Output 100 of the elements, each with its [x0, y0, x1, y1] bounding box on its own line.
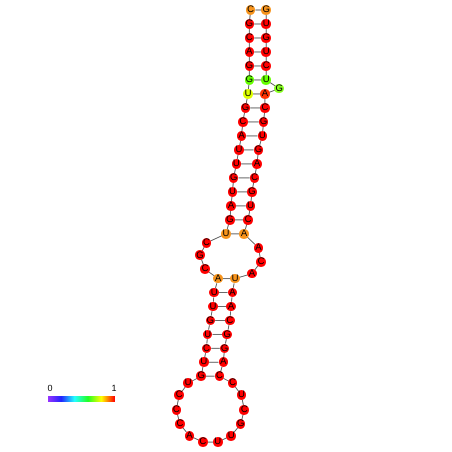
nucleotide-circle: C — [261, 61, 271, 71]
nucleotide-circle: G — [206, 316, 216, 326]
backbone-line — [225, 338, 227, 344]
nucleotide-circle: C — [200, 264, 210, 274]
nucleotide-circle: C — [256, 256, 266, 267]
backbone-line — [208, 324, 210, 330]
nucleotide-circle: C — [239, 404, 250, 415]
nucleotide-circle: A — [239, 229, 249, 239]
backbone-line — [228, 324, 230, 330]
backbone-line — [232, 282, 235, 288]
backbone-line — [264, 98, 266, 104]
backbone-line — [242, 399, 244, 406]
nucleotide-circle: C — [202, 344, 212, 354]
nucleotide-circle: C — [243, 215, 253, 225]
nucleotide-circle: G — [195, 250, 205, 260]
nucleotide-circle: G — [222, 330, 232, 340]
backbone-line — [232, 182, 234, 188]
nucleotide-circle: G — [244, 19, 254, 29]
nucleotide-circle: U — [226, 430, 236, 441]
nucleotide-circle: U — [228, 187, 238, 197]
nucleotide-circle: G — [240, 103, 250, 113]
nucleotide-circle: U — [232, 159, 242, 169]
nucleotide-circle: U — [236, 390, 246, 400]
nucleotide-circle: A — [236, 131, 246, 141]
backbone-line — [254, 168, 257, 174]
base-pair-line — [217, 306, 227, 307]
nucleotide-circle: U — [243, 89, 253, 99]
base-pair-line — [208, 362, 219, 363]
base-pair-line — [212, 334, 223, 335]
backbone-line — [252, 182, 254, 188]
nucleotide-circle: G — [220, 344, 230, 354]
backbone-line — [215, 282, 218, 288]
nucleotide-circle: A — [252, 159, 262, 169]
nucleotide-circle: U — [261, 75, 271, 85]
nucleotide-circle: G — [196, 371, 206, 381]
backbone-line — [212, 296, 214, 302]
nucleotide-circle: G — [254, 145, 264, 155]
backbone-line — [249, 14, 251, 20]
nucleotide-circle: A — [226, 201, 236, 211]
backbone-line — [223, 352, 225, 358]
backbone-line — [210, 310, 212, 316]
nucleotide-circle: A — [213, 274, 223, 284]
nucleotide-circle: U — [234, 145, 244, 155]
nucleotide-circle: G — [261, 5, 271, 15]
nucleotide-circle: A — [184, 430, 194, 441]
backbone-line — [230, 310, 232, 316]
nucleotide-circle: C — [228, 378, 238, 388]
backbone-line — [248, 210, 250, 216]
nucleotide-circle: G — [247, 187, 257, 197]
nucleotide-circle: C — [246, 5, 256, 15]
backbone-line — [247, 236, 256, 245]
nucleotide-circle: A — [226, 302, 236, 312]
backbone-line — [176, 399, 179, 406]
nucleotide-circle: U — [202, 330, 212, 340]
nucleotide-circle: G — [244, 75, 254, 85]
nucleotide-circle: C — [225, 316, 235, 326]
nucleotide-circle: C — [175, 419, 185, 429]
backbone-line — [258, 252, 261, 258]
base-pair-line — [214, 320, 226, 321]
base-pair-line — [236, 205, 246, 206]
nucleotide-circle: C — [244, 33, 254, 43]
nucleotide-circle: G — [228, 173, 238, 183]
nucleotide-circle: C — [238, 117, 248, 127]
nucleotide-circle: U — [199, 357, 209, 368]
scale-tick-label: 0 — [48, 384, 52, 393]
nucleotide-circle: G — [274, 84, 284, 94]
nucleotide-circle: C — [172, 404, 182, 415]
nucleotide-circle: C — [202, 238, 212, 248]
nucleotide-circle: C — [260, 103, 270, 113]
nucleotide-circle: A — [228, 288, 238, 298]
nucleotide-circle: G — [261, 33, 271, 43]
backbone-line — [206, 338, 208, 344]
backbone-line — [210, 235, 222, 242]
backbone-line — [220, 366, 222, 372]
backbone-line — [182, 428, 187, 432]
nucleotide-circle: U — [209, 288, 219, 298]
nucleotide-circle: U — [208, 302, 218, 312]
scale-tick-label: 1 — [112, 384, 116, 393]
nucleotide-circle: A — [260, 89, 270, 99]
nucleotide-circle: C — [198, 437, 208, 447]
base-pair-line — [218, 292, 228, 293]
nucleotide-circle: U — [221, 229, 231, 239]
backbone-line — [246, 98, 248, 104]
nucleotide-circle: U — [258, 131, 268, 141]
nucleotide-circle: A — [244, 47, 254, 57]
backbone-line — [239, 274, 248, 278]
nucleotide-circle: C — [250, 173, 260, 183]
nucleotide-circle: A — [218, 357, 228, 368]
nucleotide-circle: U — [246, 201, 256, 211]
backbone-line — [262, 126, 264, 132]
base-pair-line — [234, 219, 244, 220]
nucleotide-circle: U — [261, 19, 271, 29]
nucleotide-circle: G — [225, 215, 235, 225]
nucleotide-circle: G — [236, 419, 246, 429]
backbone-line — [239, 140, 242, 146]
nucleotide-circle: U — [230, 274, 240, 284]
nucleotide-circle: G — [244, 61, 254, 71]
nucleotide-circle: C — [214, 371, 224, 381]
nucleotide-circle: U — [212, 437, 223, 447]
backbone-line — [230, 210, 232, 216]
